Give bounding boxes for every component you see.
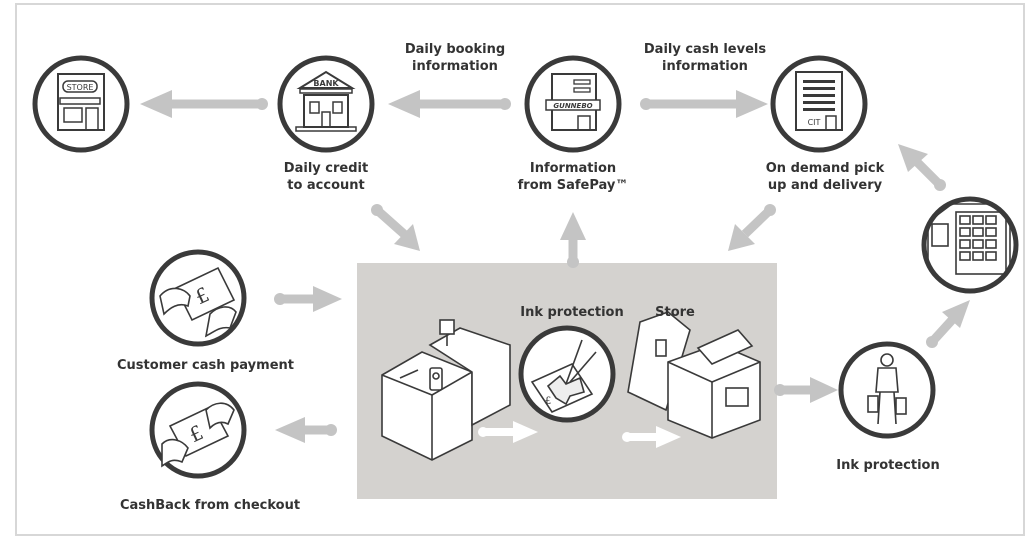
label-credit-line1: Daily credit: [283, 161, 369, 176]
label-cash-levels-line1: Daily cash levels: [643, 42, 767, 57]
safepay-building-icon: GUNNEBO: [524, 55, 622, 153]
arrow-van-to-cit: [898, 144, 946, 191]
label-daily-booking-line1: Daily booking: [404, 42, 506, 57]
label-daily-cash-levels: Daily cash levels information: [630, 41, 780, 75]
label-cashback-from-checkout: CashBack from checkout: [119, 498, 301, 513]
arrow-panel-to-person: [774, 377, 838, 403]
arrow-panel-to-cashback: [275, 417, 337, 443]
arrow-bank-to-store: [140, 90, 268, 118]
person-with-cash-bags-icon: [838, 341, 936, 439]
arrow-panel-to-safepay: [560, 212, 586, 268]
arrow-customer-to-panel: [274, 286, 342, 312]
label-daily-booking: Daily booking information: [395, 41, 515, 75]
arrow-cit-to-panel: [728, 204, 776, 251]
gunnebo-sign-text: GUNNEBO: [553, 102, 592, 110]
cash-van-icon: [921, 196, 1019, 294]
arrow-person-to-van: [926, 300, 970, 348]
label-information-safepay: Information from SafePay™: [508, 160, 638, 194]
label-ink-protection-person: Ink protection: [836, 458, 940, 473]
label-daily-booking-line2: information: [412, 59, 498, 74]
label-on-demand-pickup: On demand pick up and delivery: [755, 160, 895, 194]
arrow-ink-to-store: [622, 426, 681, 448]
checkout-counter-illustration: [381, 319, 511, 461]
bank-icon: BANK: [277, 55, 375, 153]
label-safepay-line2: from SafePay™: [517, 178, 629, 193]
safe-store-machine-illustration: [627, 311, 761, 439]
bank-sign-text: BANK: [313, 79, 339, 88]
label-cash-levels-line2: information: [662, 59, 748, 74]
label-ink-protection-panel: Ink protection: [520, 305, 624, 320]
label-pickup-line2: up and delivery: [767, 178, 883, 193]
ink-stain-icon: £: [518, 325, 616, 423]
store-sign-text: STORE: [67, 83, 94, 92]
cashback-icon: £: [149, 381, 247, 479]
cit-building-icon: CIT: [770, 55, 868, 153]
label-customer-cash-payment: Customer cash payment: [117, 358, 294, 373]
arrow-bank-to-panel: [371, 204, 420, 251]
store-icon: STORE: [32, 55, 130, 153]
cit-sign-text: CIT: [808, 118, 821, 127]
arrow-checkout-to-ink: [478, 421, 538, 443]
label-daily-credit: Daily credit to account: [271, 160, 381, 194]
label-store-panel: Store: [655, 305, 695, 320]
arrow-safepay-to-cit: [640, 90, 768, 118]
label-credit-line2: to account: [287, 178, 365, 193]
label-pickup-line1: On demand pick: [765, 161, 885, 176]
arrow-safepay-to-bank: [388, 90, 511, 118]
label-safepay-line1: Information: [529, 161, 617, 176]
customer-payment-icon: £: [149, 249, 247, 347]
pound-sign-ink: £: [545, 396, 551, 407]
